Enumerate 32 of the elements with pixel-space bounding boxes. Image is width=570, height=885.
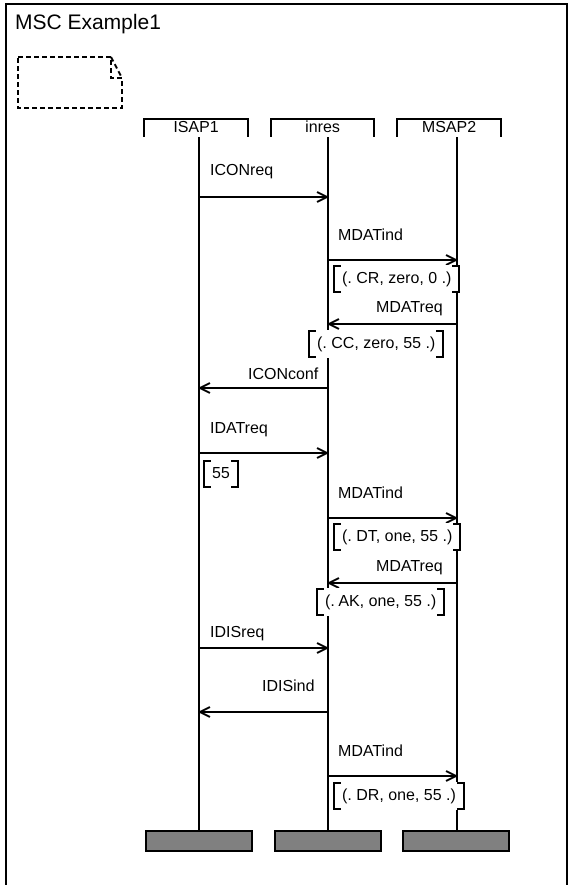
message-label: IDISreq [210,624,264,642]
message-arrow [328,577,456,589]
message-arrow [329,770,457,782]
frame-title: MSC Example1 [15,11,161,35]
message-parameter: 55 [203,460,239,488]
instance-head: inres [270,118,375,137]
message-parameter: (. CR, zero, 0 .) [333,265,460,293]
message-parameter: (. DR, one, 55 .) [333,782,465,810]
instance-head: ISAP1 [143,118,249,137]
message-parameter: (. AK, one, 55 .) [316,588,446,616]
instance-head: MSAP2 [396,118,502,137]
message-label: IDATreq [210,420,268,438]
note-symbol [17,56,123,109]
message-parameter: (. DT, one, 55 .) [333,523,462,551]
message-arrow [200,447,328,459]
msc-frame [5,3,568,885]
message-arrow [200,191,328,203]
message-label: ICONreq [210,162,274,180]
message-arrow [199,706,327,718]
instance-end-bar [402,830,510,852]
message-arrow [328,318,456,330]
lifeline [327,137,329,830]
message-arrow [329,254,457,266]
message-arrow [329,512,457,524]
instance-end-bar [274,830,382,852]
message-arrow [199,382,327,394]
message-label: MDATreq [376,299,443,317]
lifeline [198,137,200,830]
message-label: MDATreq [376,558,443,576]
message-parameter: (. CC, zero, 55 .) [308,330,444,358]
message-arrow [200,642,328,654]
instance-end-bar [145,830,253,852]
